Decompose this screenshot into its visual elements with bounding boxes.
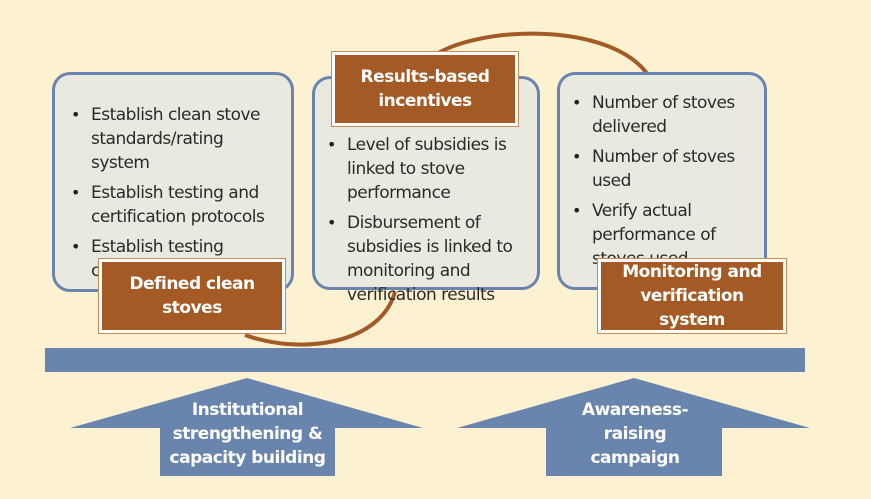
monitoring-verification-label: Monitoring and verification system	[598, 259, 786, 333]
right-arrow-shape	[457, 378, 810, 476]
left-arrow-shape	[70, 378, 423, 476]
foundation-bar	[45, 348, 805, 372]
top-connector-arc	[426, 31, 650, 77]
bottom-connector-arc	[244, 291, 397, 347]
defined-clean-stoves-panel: •Establish clean stove standards/rating …	[52, 72, 294, 292]
defined-clean-stoves-label: Defined clean stoves	[99, 259, 285, 333]
list-item: •Establish clean stove standards/rating …	[71, 105, 261, 173]
results-based-incentives-label: Results-based incentives	[332, 52, 518, 126]
list-item: •Establish testing and certification pro…	[71, 183, 265, 227]
center-panel-list: •Level of subsidies is linked to stove p…	[325, 133, 529, 307]
list-item: •Level of subsidies is linked to stove p…	[327, 135, 507, 203]
left-arrow-label: Institutional strengthening & capacity b…	[169, 400, 326, 468]
list-item: •Number of stoves delivered	[572, 93, 735, 137]
right-arrow-label: Awareness-raising campaign	[581, 400, 689, 468]
list-item: •Disbursement of subsidies is linked to …	[327, 213, 513, 305]
list-item: •Number of stoves used	[572, 147, 735, 191]
monitoring-verification-panel: •Number of stoves delivered •Number of s…	[557, 72, 767, 290]
